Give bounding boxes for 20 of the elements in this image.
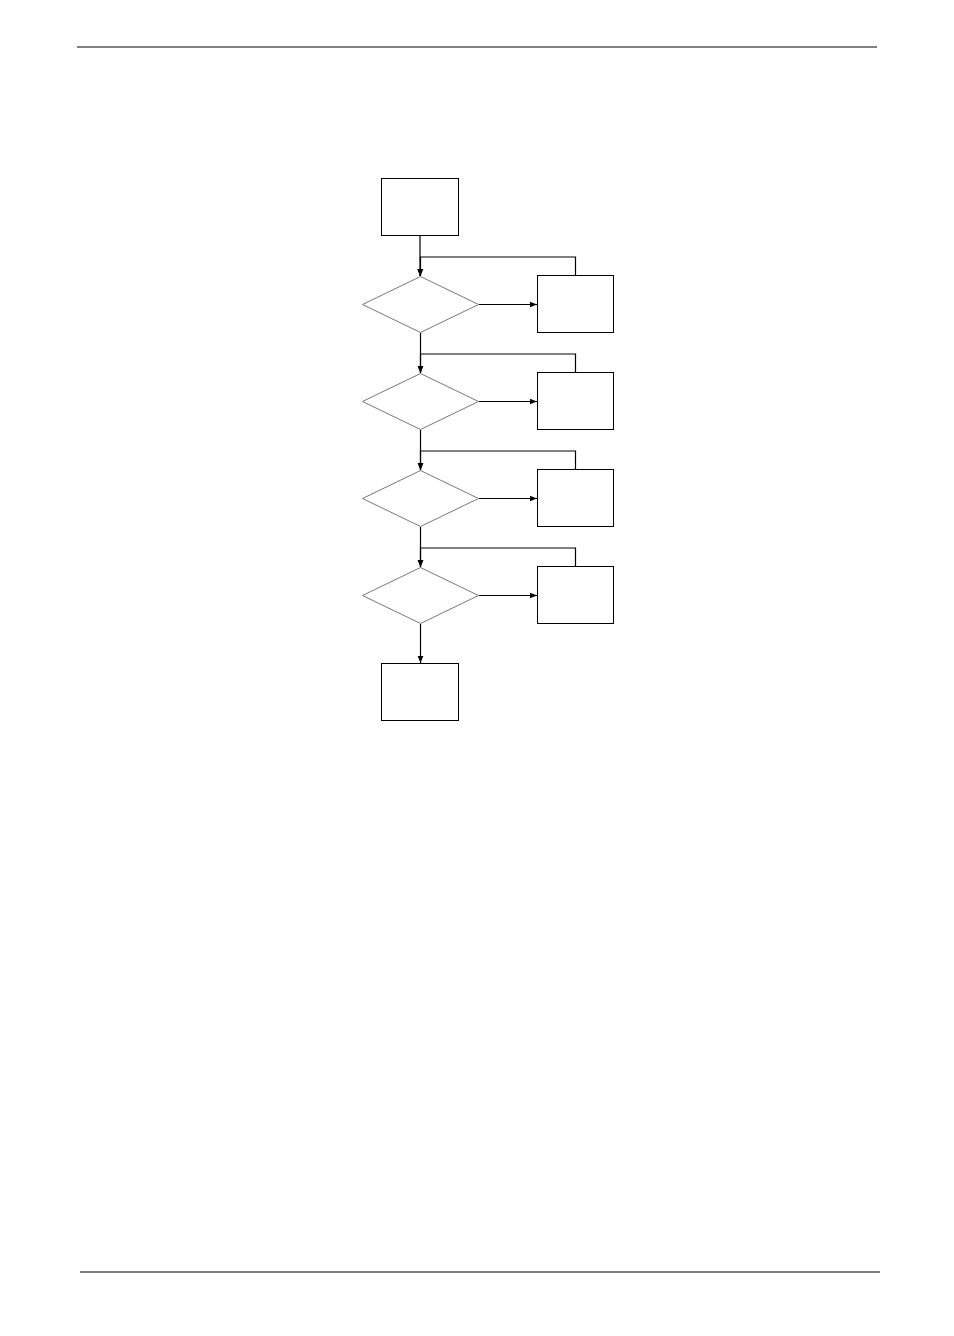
arrow	[417, 547, 577, 568]
process-box	[537, 372, 614, 430]
arrow	[478, 495, 538, 502]
arrow	[478, 398, 538, 405]
process-box	[537, 275, 614, 333]
decision-diamond	[362, 276, 479, 333]
decision-diamond	[362, 373, 479, 430]
arrow	[478, 592, 538, 599]
arrow	[417, 450, 577, 471]
arrow	[417, 623, 424, 664]
decision-diamond	[362, 567, 479, 624]
decision-diamond	[362, 470, 479, 527]
process-box	[537, 469, 614, 527]
arrow	[417, 235, 423, 277]
process-box	[537, 566, 614, 624]
arrow	[417, 256, 577, 277]
arrow	[478, 301, 538, 308]
process-box	[381, 178, 459, 236]
process-box	[381, 663, 459, 721]
arrow	[417, 353, 577, 374]
